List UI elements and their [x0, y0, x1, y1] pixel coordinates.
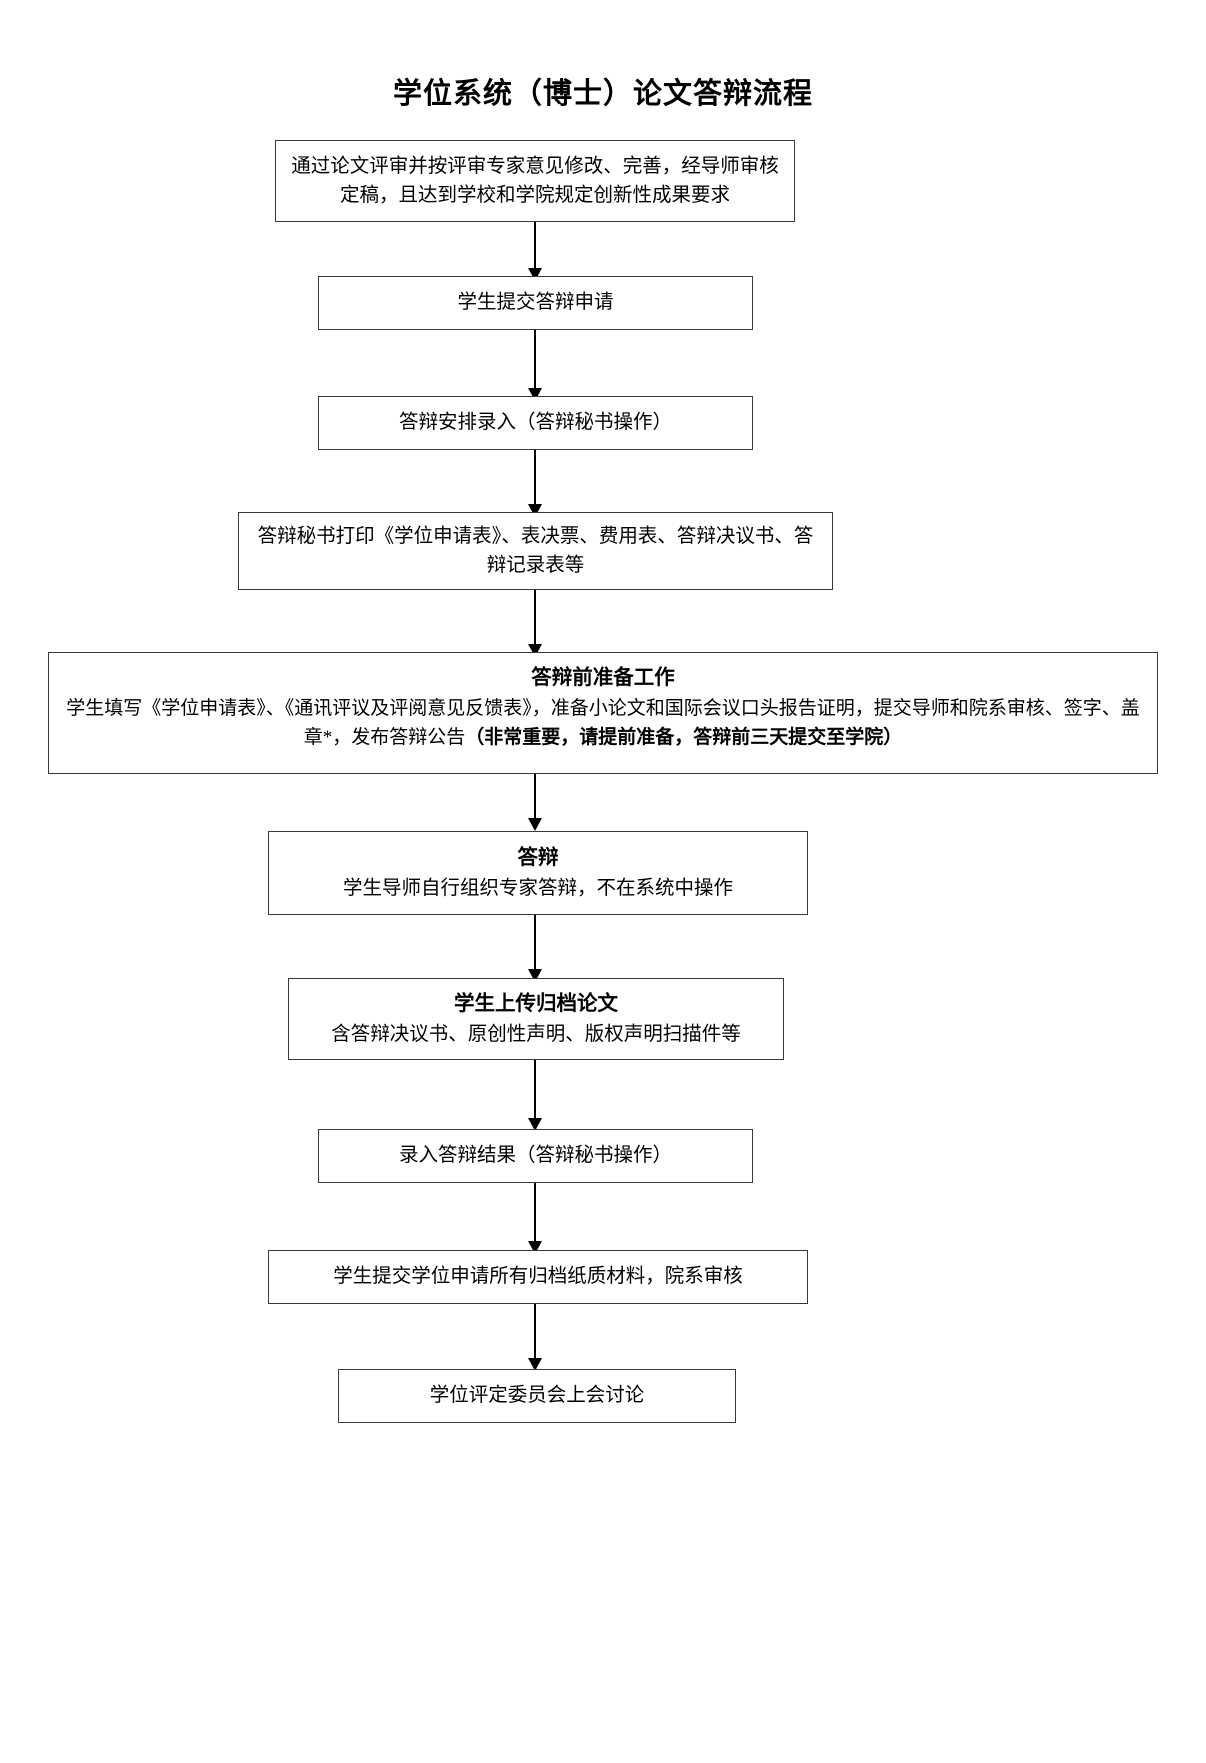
- flow-node-6-body: 学生导师自行组织专家答辩，不在系统中操作: [342, 877, 733, 899]
- flow-node-4: 答辩秘书打印《学位申请表》、表决票、费用表、答辩决议书、答辩记录表等: [238, 512, 833, 590]
- connector-4-5: [534, 590, 536, 652]
- flow-node-2: 学生提交答辩申请: [318, 276, 753, 330]
- arrowhead-5-6: [528, 818, 542, 831]
- connector-9-10: [534, 1304, 536, 1366]
- flow-node-6-header: 答辩: [517, 846, 559, 869]
- flow-node-3-body: 答辩安排录入（答辩秘书操作）: [398, 412, 672, 434]
- connector-1-2: [534, 222, 536, 276]
- arrowhead-9-10: [528, 1358, 542, 1371]
- flow-node-4-body: 答辩秘书打印《学位申请表》、表决票、费用表、答辩决议书、答辩记录表等: [257, 525, 814, 576]
- flow-node-7-body: 含答辩决议书、原创性声明、版权声明扫描件等: [331, 1023, 741, 1045]
- flow-node-5-body: 学生填写《学位申请表》、《通讯评议及评阅意见反馈表》，准备小论文和国际会议口头报…: [59, 694, 1147, 753]
- flow-node-7-header: 学生上传归档论文: [454, 992, 618, 1015]
- flow-node-7: 学生上传归档论文 含答辩决议书、原创性声明、版权声明扫描件等: [288, 978, 784, 1060]
- connector-6-7: [534, 915, 536, 977]
- connector-3-4: [534, 450, 536, 512]
- flow-node-6: 答辩 学生导师自行组织专家答辩，不在系统中操作: [268, 831, 808, 915]
- arrowhead-7-8: [528, 1118, 542, 1131]
- flow-node-10-body: 学位评定委员会上会讨论: [429, 1385, 645, 1407]
- flow-node-3: 答辩安排录入（答辩秘书操作）: [318, 396, 753, 450]
- flow-node-9: 学生提交学位申请所有归档纸质材料，院系审核: [268, 1250, 808, 1304]
- connector-7-8: [534, 1060, 536, 1126]
- flow-node-2-body: 学生提交答辩申请: [457, 292, 614, 314]
- flow-node-8-body: 录入答辩结果（答辩秘书操作）: [398, 1145, 672, 1167]
- page-title: 学位系统（博士）论文答辩流程: [392, 78, 813, 110]
- flow-node-1-body: 通过论文评审并按评审专家意见修改、完善，经导师审核定稿，且达到学校和学院规定创新…: [291, 155, 779, 206]
- flow-node-5-body-text: 学生填写《学位申请表》、《通讯评议及评阅意见反馈表》，准备小论文和国际会议口头报…: [66, 697, 1140, 749]
- connector-8-9: [534, 1183, 536, 1249]
- flow-node-10: 学位评定委员会上会讨论: [338, 1369, 736, 1423]
- flow-node-8: 录入答辩结果（答辩秘书操作）: [318, 1129, 753, 1183]
- flow-node-5: 答辩前准备工作 学生填写《学位申请表》、《通讯评议及评阅意见反馈表》，准备小论文…: [48, 652, 1158, 774]
- flow-node-1: 通过论文评审并按评审专家意见修改、完善，经导师审核定稿，且达到学校和学院规定创新…: [275, 140, 795, 222]
- connector-2-3: [534, 330, 536, 396]
- flow-node-5-body-emphasis: （非常重要，请提前准备，答辩前三天提交至学院）: [465, 727, 903, 749]
- connector-5-6: [534, 774, 536, 826]
- flow-node-9-body: 学生提交学位申请所有归档纸质材料，院系审核: [333, 1266, 743, 1288]
- flow-node-5-header: 答辩前准备工作: [531, 666, 675, 689]
